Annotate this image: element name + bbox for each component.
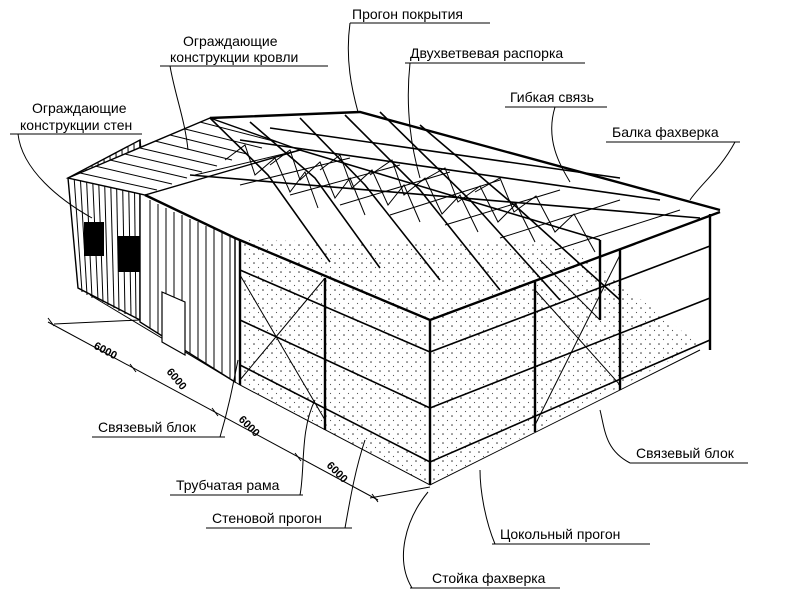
label-double-strut: Двухветвевая распорка — [410, 45, 563, 61]
dimension-label-2: 6000 — [164, 366, 189, 392]
label-wall-purlin: Стеновой прогон — [212, 510, 322, 526]
window-1 — [84, 222, 104, 256]
label-half-timber-post: Стойка фахверка — [432, 570, 546, 586]
label-roof-purlin: Прогон покрытия — [352, 6, 463, 22]
label-bracing-block-left: Связевый блок — [98, 419, 197, 435]
label-base-purlin: Цокольный прогон — [500, 526, 620, 542]
steel-frame — [144, 110, 721, 485]
window-2 — [118, 236, 140, 272]
label-wall-enclosure-1: Ограждающие — [32, 100, 127, 116]
door — [161, 291, 186, 357]
wall-cladding-block — [65, 117, 303, 384]
callouts: Прогон покрытия Ограждающие конструкции … — [10, 6, 748, 589]
label-bracing-block-right: Связевый блок — [636, 445, 735, 461]
label-wall-enclosure-2: конструкции стен — [20, 117, 132, 133]
label-roof-enclosure-2: конструкции кровли — [170, 49, 298, 65]
label-roof-enclosure-1: Ограждающие — [183, 33, 278, 49]
label-flexible-tie: Гибкая связь — [510, 89, 594, 105]
dimension-label-1: 6000 — [92, 340, 119, 362]
label-half-timber-beam: Балка фахверка — [612, 124, 719, 140]
label-tubular-frame: Трубчатая рама — [176, 477, 280, 493]
